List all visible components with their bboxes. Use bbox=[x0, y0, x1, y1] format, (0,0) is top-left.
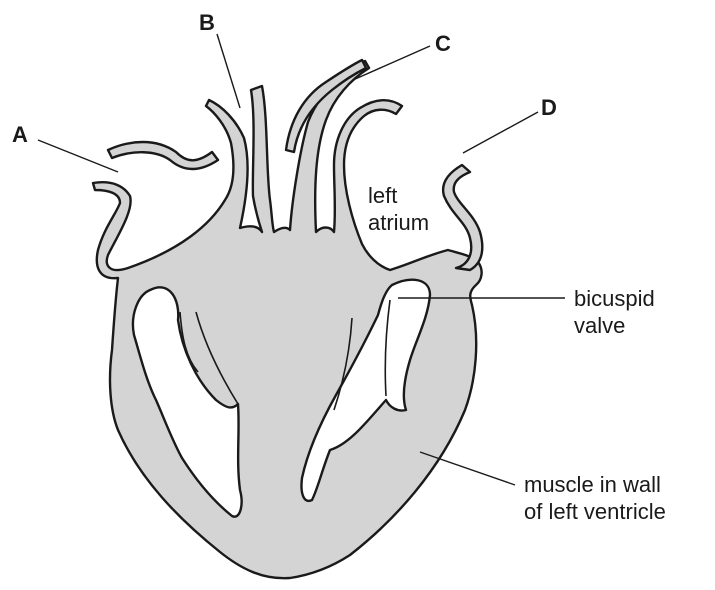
bicuspid-valve-label: bicuspid valve bbox=[574, 285, 655, 339]
pointer-b bbox=[217, 34, 240, 108]
pointer-muscle bbox=[420, 452, 515, 485]
bicuspid-line-1: bicuspid bbox=[574, 285, 655, 312]
label-b: B bbox=[199, 10, 215, 36]
pointer-a bbox=[38, 140, 118, 172]
left-atrium-line-2: atrium bbox=[368, 209, 429, 236]
label-d: D bbox=[541, 95, 557, 121]
muscle-wall-label: muscle in wall of left ventricle bbox=[524, 471, 666, 525]
left-atrium-label: left atrium bbox=[368, 182, 429, 236]
vessel-top-left bbox=[108, 142, 218, 169]
pointer-d bbox=[463, 112, 538, 153]
left-atrium-line-1: left bbox=[368, 182, 429, 209]
label-a: A bbox=[12, 122, 28, 148]
label-c: C bbox=[435, 31, 451, 57]
bicuspid-line-2: valve bbox=[574, 312, 655, 339]
muscle-line-2: of left ventricle bbox=[524, 498, 666, 525]
muscle-line-1: muscle in wall bbox=[524, 471, 666, 498]
